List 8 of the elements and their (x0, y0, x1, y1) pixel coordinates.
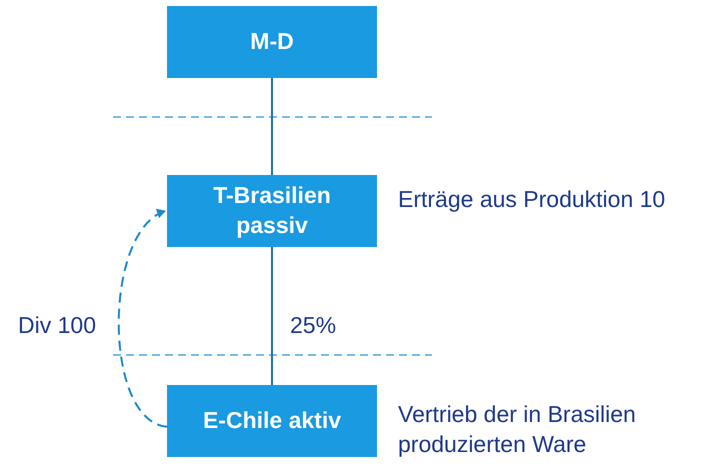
connector-line (271, 247, 273, 385)
connector-line (271, 78, 273, 175)
entity-box: E-Chile aktiv (167, 385, 377, 457)
note-text: Erträge aus Produktion 10 (398, 185, 666, 214)
entity-box: M-D (167, 6, 377, 78)
entity-box: T-Brasilien passiv (167, 175, 377, 247)
arrow (118, 210, 168, 428)
note-text: Vertrieb der in Brasilien produzierten Ware (398, 400, 637, 459)
